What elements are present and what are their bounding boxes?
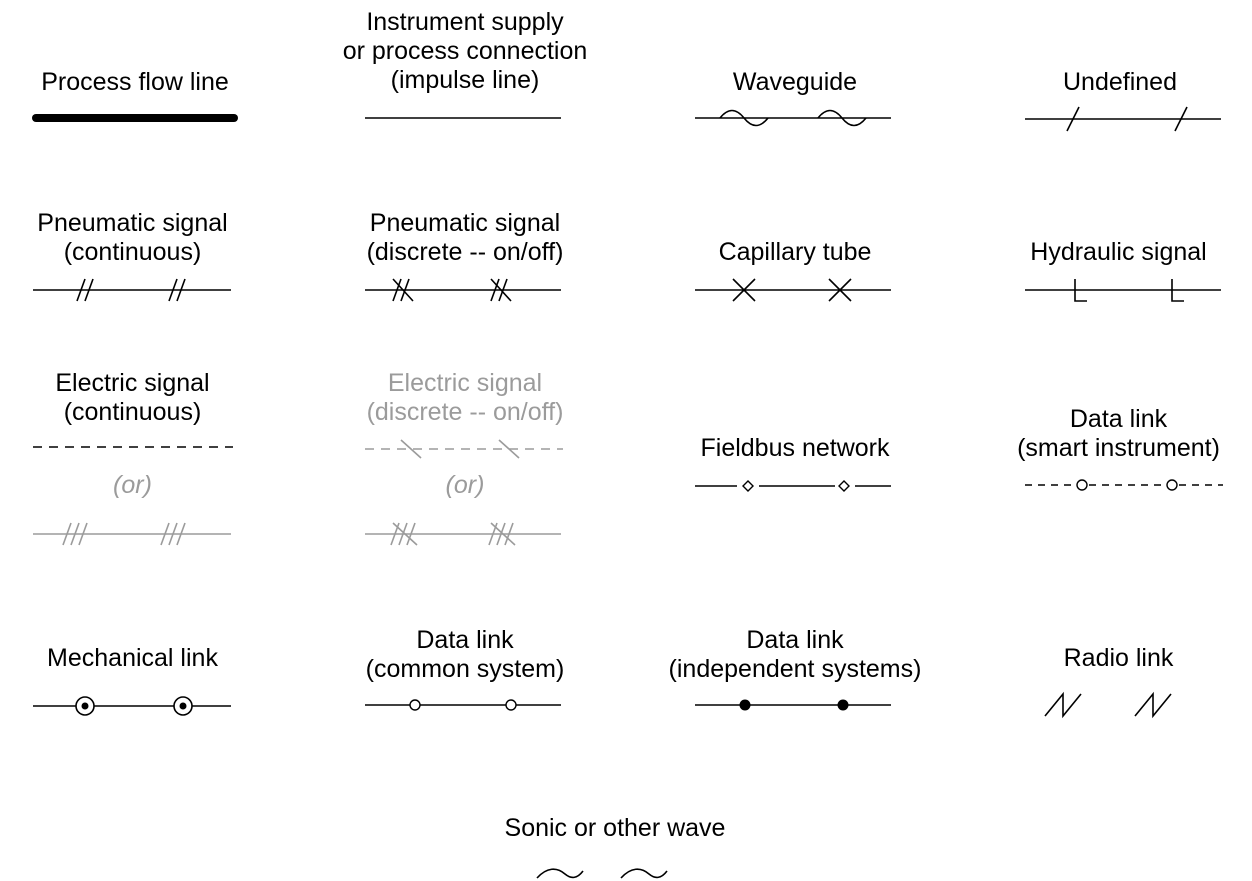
electric-discrete-or-label: (or) <box>445 471 485 499</box>
pneumatic-discrete-label: Pneumatic signal (discrete -- on/off) <box>366 209 564 266</box>
electric-continuous-dashed-symbol <box>33 446 233 448</box>
pneumatic-discrete-symbol <box>365 278 561 302</box>
process-flow-line-symbol <box>32 114 238 122</box>
mechanical-link-symbol <box>33 696 231 716</box>
undefined-symbol <box>1025 106 1221 132</box>
fieldbus-network-entry: Fieldbus network <box>660 430 930 500</box>
data-link-smart-label: Data link (smart instrument) <box>1017 405 1220 462</box>
electric-discrete-dashed-symbol <box>365 439 563 459</box>
mechanical-link-entry: Mechanical link <box>0 640 265 720</box>
radio-link-entry: Radio link <box>985 640 1252 730</box>
instrument-supply-entry: Instrument supply or process connection … <box>290 2 640 132</box>
hydraulic-signal-symbol <box>1025 279 1221 302</box>
pneumatic-continuous-entry: Pneumatic signal (continuous) <box>0 205 265 305</box>
data-link-common-entry: Data link (common system) <box>290 622 640 722</box>
mechanical-link-label: Mechanical link <box>47 644 218 672</box>
capillary-tube-entry: Capillary tube <box>660 205 930 305</box>
sonic-wave-symbol <box>536 868 668 879</box>
capillary-tube-symbol <box>695 278 891 302</box>
electric-continuous-alt-symbol <box>33 522 231 546</box>
data-link-independent-symbol <box>695 699 891 711</box>
data-link-common-symbol <box>365 699 561 711</box>
undefined-label: Undefined <box>1063 68 1177 96</box>
data-link-independent-label: Data link (independent systems) <box>668 626 922 683</box>
electric-discrete-alt-symbol <box>365 522 561 546</box>
waveguide-label: Waveguide <box>732 68 858 96</box>
electric-continuous-label: Electric signal (continuous) <box>55 369 210 426</box>
electric-discrete-entry: Electric signal (discrete -- on/off) (or… <box>290 367 640 547</box>
waveguide-symbol <box>695 109 891 127</box>
capillary-tube-label: Capillary tube <box>718 238 872 266</box>
fieldbus-network-label: Fieldbus network <box>700 434 890 462</box>
data-link-independent-entry: Data link (independent systems) <box>640 622 950 722</box>
electric-continuous-or-label: (or) <box>113 471 152 499</box>
electric-continuous-entry: Electric signal (continuous) (or) <box>0 367 265 547</box>
fieldbus-network-symbol <box>695 480 891 492</box>
pneumatic-continuous-symbol <box>33 278 231 302</box>
data-link-common-label: Data link (common system) <box>365 626 565 683</box>
instrument-supply-label: Instrument supply or process connection … <box>342 8 588 94</box>
sonic-wave-label: Sonic or other wave <box>504 814 726 842</box>
process-flow-line-label: Process flow line <box>41 68 229 96</box>
sonic-wave-entry: Sonic or other wave <box>450 810 780 881</box>
data-link-smart-entry: Data link (smart instrument) <box>985 403 1252 503</box>
impulse-line-symbol <box>365 117 561 119</box>
pneumatic-continuous-label: Pneumatic signal (continuous) <box>37 209 228 266</box>
electric-discrete-label: Electric signal (discrete -- on/off) <box>366 369 564 426</box>
hydraulic-signal-label: Hydraulic signal <box>1030 238 1207 266</box>
hydraulic-signal-entry: Hydraulic signal <box>985 205 1252 305</box>
pneumatic-discrete-entry: Pneumatic signal (discrete -- on/off) <box>290 205 640 305</box>
process-flow-line-entry: Process flow line <box>0 60 270 130</box>
radio-link-label: Radio link <box>1063 644 1174 672</box>
radio-link-symbol <box>1044 691 1172 719</box>
data-link-smart-symbol <box>1025 479 1223 491</box>
undefined-entry: Undefined <box>985 60 1252 140</box>
waveguide-entry: Waveguide <box>660 60 930 140</box>
